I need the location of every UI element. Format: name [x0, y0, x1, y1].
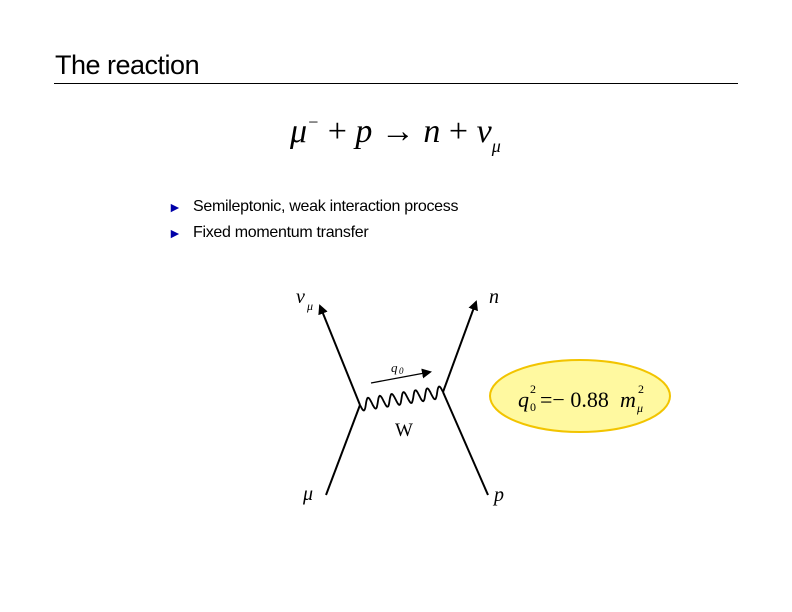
w-boson-wavy-line	[359, 385, 444, 412]
neutron-line	[442, 300, 478, 393]
momentum-callout	[489, 359, 671, 433]
callout-q-sup: 2	[530, 382, 536, 396]
label-p: p	[492, 484, 504, 506]
callout-q: q	[518, 387, 529, 412]
label-n: n	[489, 286, 499, 308]
proton-line	[442, 391, 489, 496]
eq-neutron: n	[423, 113, 441, 150]
label-mu: μ	[302, 483, 313, 505]
bullet-text: Semileptonic, weak interaction process	[193, 198, 459, 215]
eq-neutrino: ν	[476, 113, 492, 150]
label-nu: ν	[296, 286, 305, 308]
slide-title: The reaction	[55, 50, 200, 80]
eq-plus: +	[448, 113, 469, 150]
eq-charge: −	[307, 112, 320, 132]
reaction-equation: μ− + p → n + νμ	[290, 112, 501, 157]
bullet-list: ►Semileptonic, weak interaction process …	[168, 194, 458, 246]
callout-m-sub: μ	[636, 401, 643, 415]
eq-plus: +	[327, 113, 347, 150]
momentum-arrow	[370, 368, 432, 384]
eq-neutrino-sub: μ	[491, 136, 501, 156]
triangle-bullet-icon: ►	[168, 225, 182, 241]
callout-value: =− 0.88	[540, 387, 609, 412]
callout-m-sup: 2	[638, 382, 644, 396]
title-divider	[54, 83, 738, 84]
triangle-bullet-icon: ►	[168, 199, 182, 215]
label-q: q	[391, 360, 398, 375]
eq-proton: p	[355, 113, 373, 150]
callout-formula: q 0 2 =− 0.88 m μ 2	[518, 382, 644, 415]
callout-q-sub: 0	[530, 400, 536, 414]
bullet-text: Fixed momentum transfer	[193, 224, 369, 241]
eq-muon: μ	[290, 113, 308, 150]
callout-m: m	[620, 387, 636, 412]
label-w: W	[395, 420, 413, 441]
label-nu-sub: μ	[306, 299, 313, 313]
eq-arrow: →	[380, 113, 415, 150]
neutrino-line	[318, 304, 361, 406]
label-q-sub: 0	[399, 366, 404, 376]
bullet-item: ► Semileptonic, weak interaction process	[168, 194, 458, 220]
bullet-item: ► Fixed momentum transfer	[168, 220, 458, 246]
muon-line	[325, 404, 361, 496]
